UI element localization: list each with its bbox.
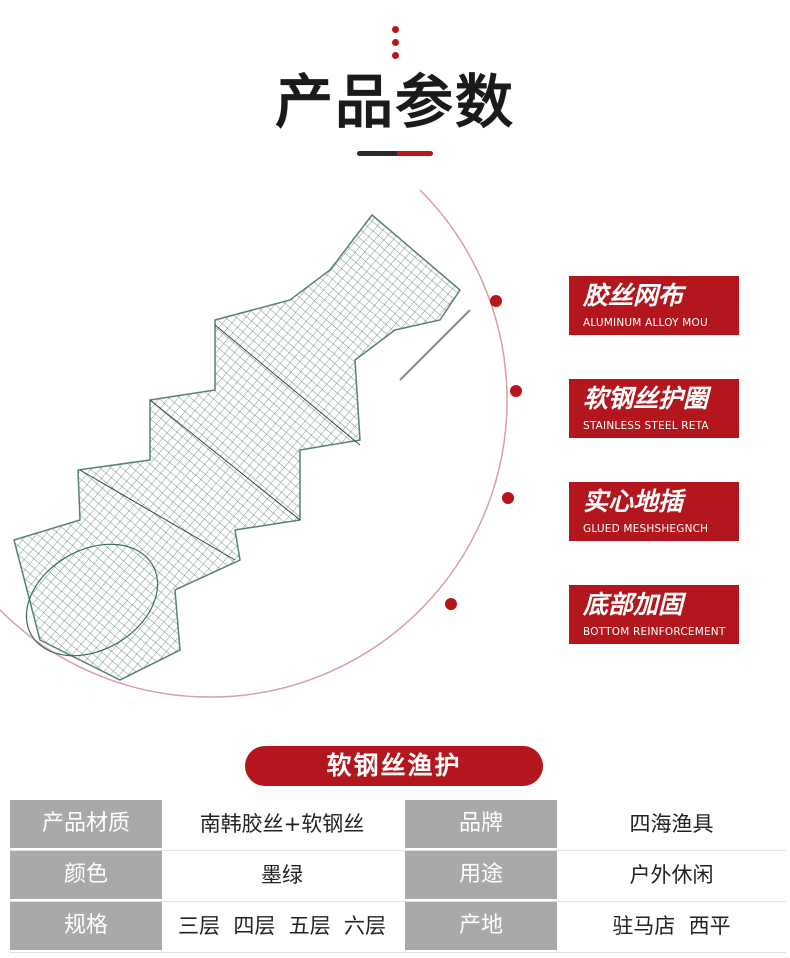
title-underline [357,151,433,156]
spec-value: 三层 四层 五层 六层 [177,914,387,938]
arc-dot [502,492,514,504]
feature-subtitle: BOTTOM REINFORCEMENT [583,626,726,638]
arc-dot [510,385,522,397]
spec-label: 产地 [405,902,557,950]
feature-badge: 实心地插 GLUED MESHSHEGNCH [569,482,739,541]
spec-label: 产品材质 [10,800,162,848]
spec-label: 用途 [405,851,557,899]
feature-badge: 底部加固 BOTTOM REINFORCEMENT [569,585,739,644]
table-row: 产品材质 南韩胶丝+软钢丝 品牌 四海渔具 [10,800,786,851]
feature-title: 底部加固 [583,590,684,619]
table-row: 规格 三层 四层 五层 六层 产地 驻马店 西平 [10,902,786,953]
decorative-dots [392,26,400,65]
feature-subtitle: ALUMINUM ALLOY MOU [583,317,708,329]
feature-title: 胶丝网布 [583,281,684,310]
spec-value: 驻马店 西平 [612,914,731,938]
decorative-arc [0,189,508,698]
product-name-banner: 软钢丝渔护 [245,746,543,786]
feature-subtitle: STAINLESS STEEL RETA [583,420,709,432]
feature-title: 实心地插 [583,487,684,516]
feature-title: 软钢丝护圈 [583,384,709,413]
fish-net-image [13,213,471,681]
arc-dot [445,598,457,610]
page-title: 产品参数 [274,68,515,136]
product-illustration [0,189,522,698]
arc-dot [490,295,502,307]
spec-label: 颜色 [10,851,162,899]
spec-label: 品牌 [405,800,557,848]
feature-subtitle: GLUED MESHSHEGNCH [583,523,709,535]
spec-table: 产品材质 南韩胶丝+软钢丝 品牌 四海渔具 颜色 墨绿 用途 户外休闲 规格 三… [10,800,786,953]
feature-badge: 软钢丝护圈 STAINLESS STEEL RETA [569,379,739,438]
spec-label: 规格 [10,902,162,950]
spec-value: 墨绿 [261,863,303,887]
feature-badge: 胶丝网布 ALUMINUM ALLOY MOU [569,276,739,335]
spec-value: 南韩胶丝+软钢丝 [199,812,365,836]
spec-value: 户外休闲 [629,863,714,887]
table-row: 颜色 墨绿 用途 户外休闲 [10,851,786,902]
spec-value: 四海渔具 [629,812,714,836]
